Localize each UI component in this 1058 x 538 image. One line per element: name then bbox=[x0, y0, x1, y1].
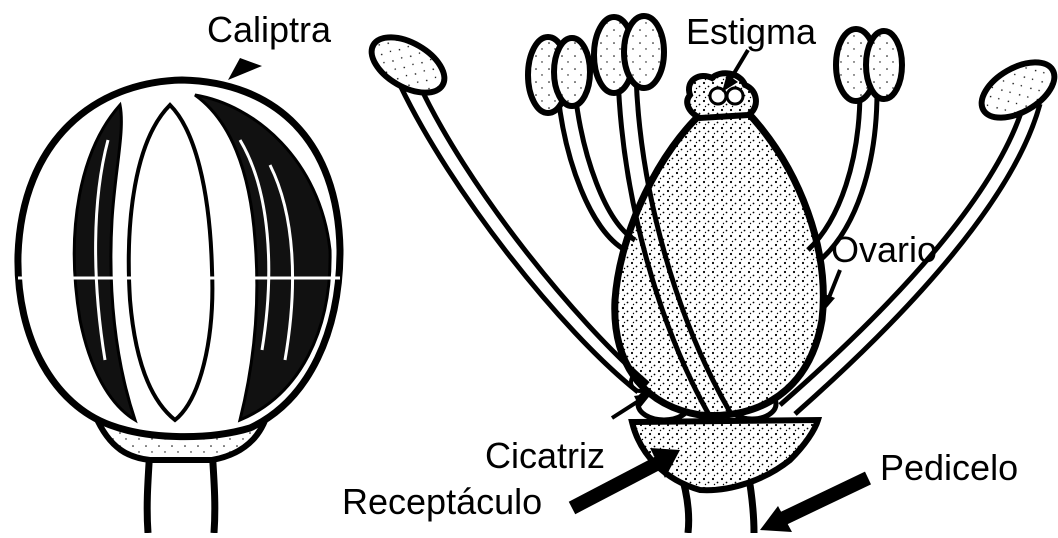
label-estigma: Estigma bbox=[686, 14, 816, 50]
label-pedicelo: Pedicelo bbox=[880, 450, 1018, 486]
anther-left-b bbox=[554, 38, 590, 106]
label-cicatriz: Cicatriz bbox=[485, 438, 605, 474]
caliptra-arrow bbox=[228, 58, 262, 80]
anther-center-b bbox=[624, 16, 664, 88]
label-receptaculo: Receptáculo bbox=[342, 484, 542, 520]
closed-bud bbox=[18, 58, 340, 533]
label-ovario: Ovario bbox=[831, 232, 937, 268]
label-caliptra: Caliptra bbox=[207, 12, 331, 48]
anther-far-right bbox=[972, 51, 1058, 129]
anther-far-left bbox=[362, 26, 453, 104]
anther-right-b bbox=[866, 31, 902, 99]
stigma bbox=[687, 73, 756, 118]
